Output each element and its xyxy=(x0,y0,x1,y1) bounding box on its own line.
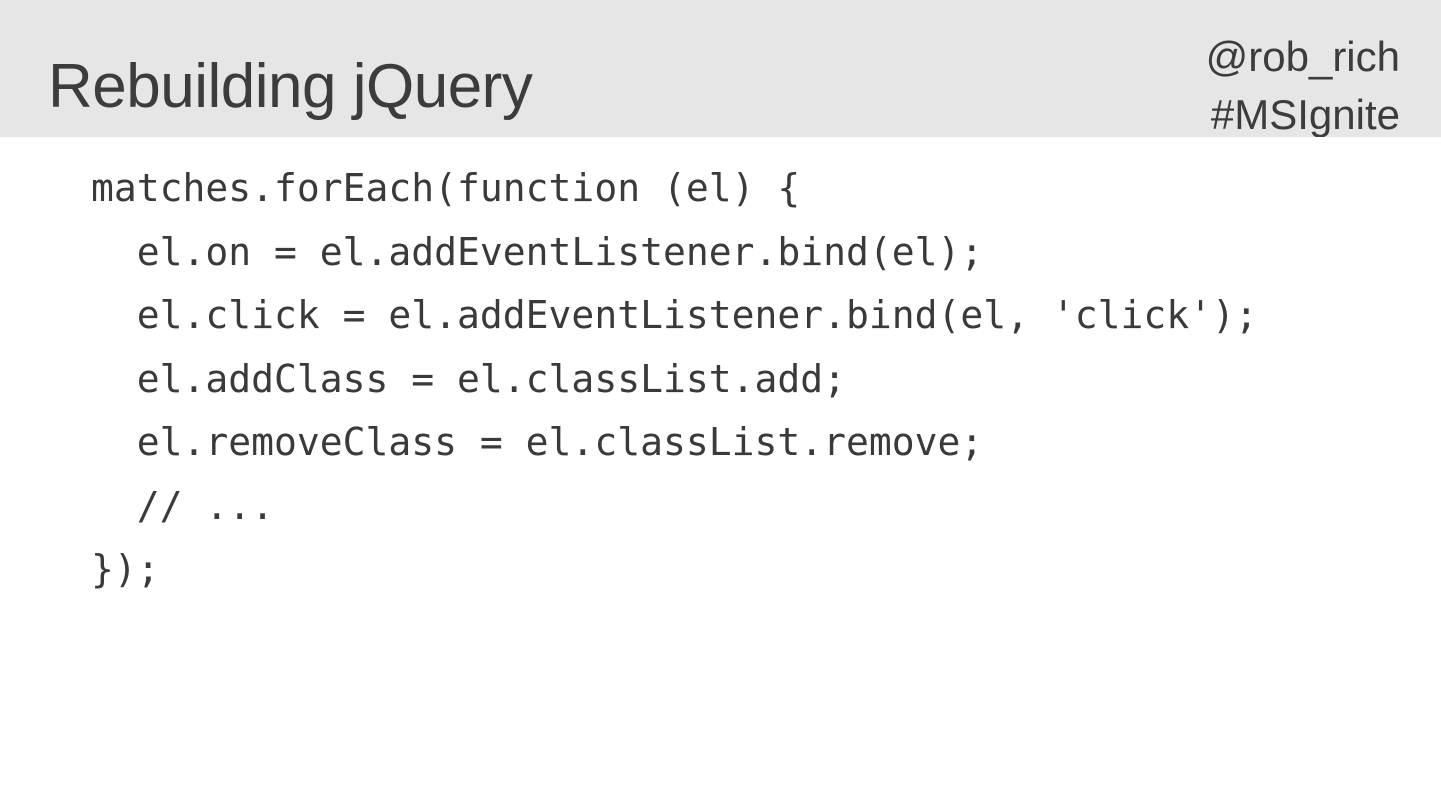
code-line: el.click = el.addEventListener.bind(el, … xyxy=(91,293,1258,337)
presenter-credits: @rob_rich #MSIgnite xyxy=(1206,28,1400,137)
code-line: matches.forEach(function (el) { xyxy=(91,166,801,210)
code-line: el.on = el.addEventListener.bind(el); xyxy=(91,229,984,274)
presenter-handle: @rob_rich xyxy=(1205,33,1400,80)
code-line: el.addClass = el.classList.add; xyxy=(91,356,846,401)
code-line: }); xyxy=(91,547,160,591)
code-line: el.removeClass = el.classList.remove; xyxy=(91,420,984,464)
code-line: // ... xyxy=(91,483,275,528)
slide-header: Rebuilding jQuery @rob_rich #MSIgnite xyxy=(0,0,1441,137)
page-title: Rebuilding jQuery xyxy=(48,52,533,121)
code-block: matches.forEach(function (el) { el.on = … xyxy=(91,157,1258,602)
presenter-hashtag: #MSIgnite xyxy=(1210,91,1400,137)
slide-content: matches.forEach(function (el) { el.on = … xyxy=(0,137,1441,811)
